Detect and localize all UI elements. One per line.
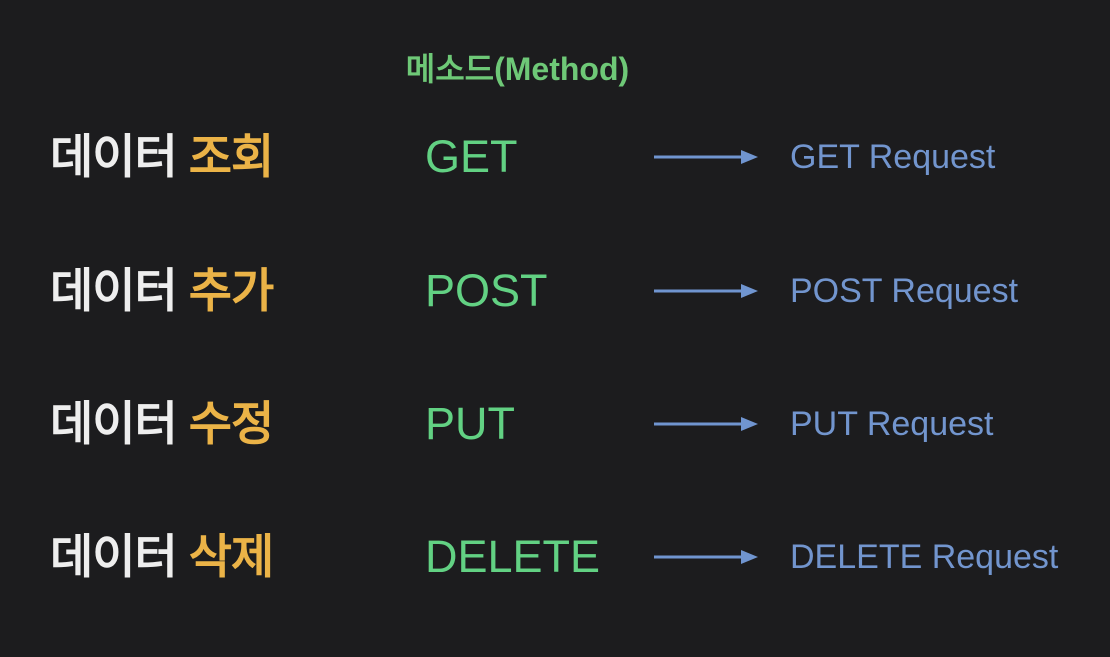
korean-label-accent: 추가 xyxy=(188,264,274,317)
method-name: PUT xyxy=(425,398,515,449)
request-label: DELETE Request xyxy=(790,538,1059,576)
method-name: GET xyxy=(425,131,518,182)
korean-label-accent: 수정 xyxy=(188,397,274,450)
korean-label-prefix: 데이터 xyxy=(50,264,178,317)
right-arrow-icon xyxy=(654,284,758,298)
request-label: GET Request xyxy=(790,138,996,176)
korean-label-prefix: 데이터 xyxy=(50,530,178,583)
right-arrow-icon xyxy=(654,150,758,164)
korean-label-prefix: 데이터 xyxy=(50,130,178,183)
right-arrow-icon xyxy=(654,417,758,431)
korean-label-prefix: 데이터 xyxy=(50,397,178,450)
request-label: PUT Request xyxy=(790,405,994,443)
method-name: POST xyxy=(425,265,548,316)
korean-label-accent: 조회 xyxy=(188,130,274,183)
request-label: POST Request xyxy=(790,272,1019,310)
right-arrow-icon xyxy=(654,550,758,564)
method-name: DELETE xyxy=(425,531,601,582)
page-title: 메소드(Method) xyxy=(405,51,630,87)
korean-label-accent: 삭제 xyxy=(188,530,274,583)
